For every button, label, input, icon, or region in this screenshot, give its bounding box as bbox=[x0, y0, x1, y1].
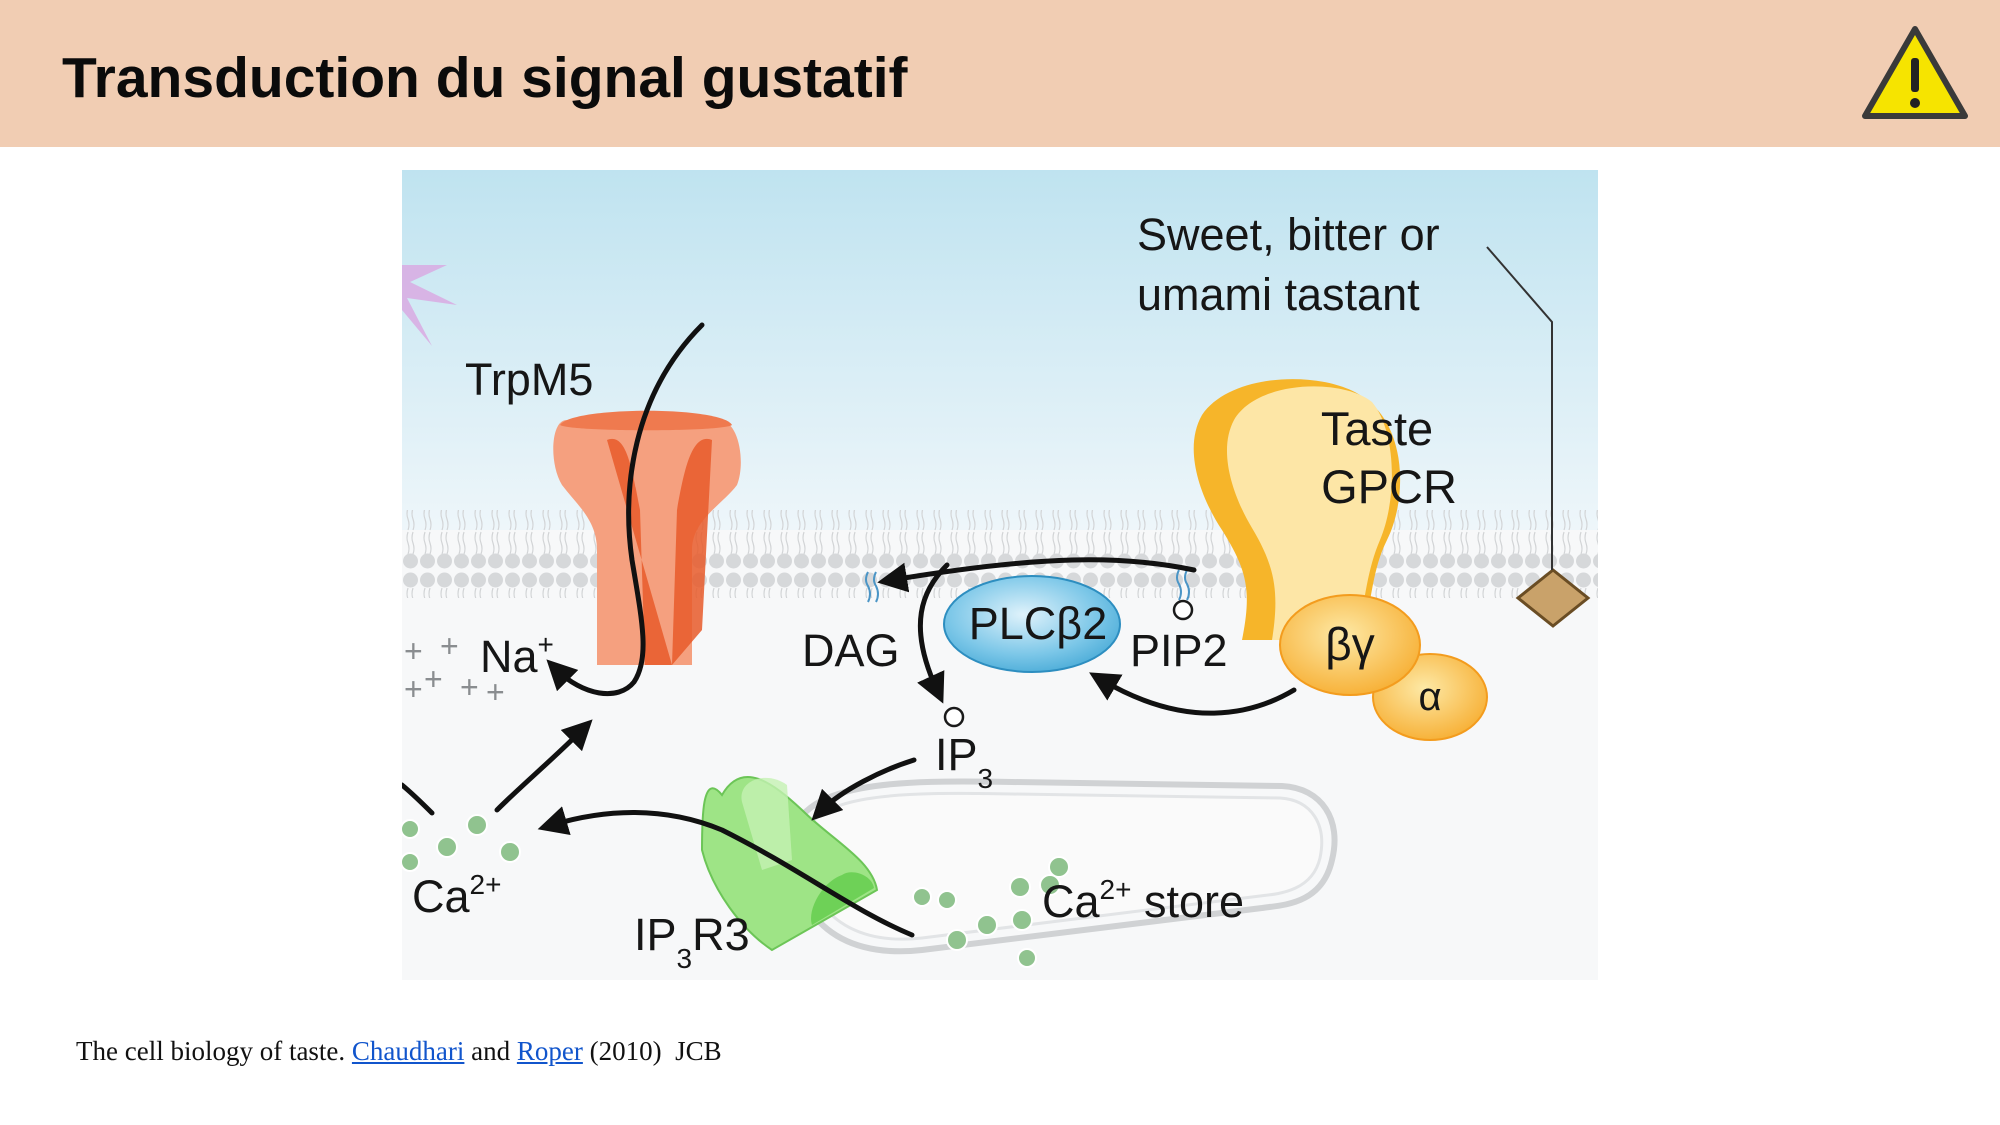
svg-text:+: + bbox=[404, 671, 423, 707]
caption-text: The cell biology of taste. bbox=[76, 1036, 352, 1066]
calcium-ions-store bbox=[912, 856, 1070, 968]
calcium-label-sup: 2+ bbox=[470, 869, 502, 900]
title-bar: Transduction du signal gustatif bbox=[0, 0, 2000, 147]
dag-label: DAG bbox=[802, 625, 900, 676]
taste-gpcr-label-line2: GPCR bbox=[1321, 460, 1457, 513]
author-link-roper[interactable]: Roper bbox=[516, 1036, 583, 1066]
author-link-chaudhari[interactable]: Chaudhari bbox=[351, 1036, 465, 1066]
page-title: Transduction du signal gustatif bbox=[62, 46, 908, 110]
trpm5-label: TrpM5 bbox=[465, 354, 593, 405]
pip2-label: PIP2 bbox=[1130, 625, 1228, 676]
sodium-label-sup: + bbox=[538, 629, 554, 660]
ip3-label: IP3 bbox=[935, 729, 993, 794]
svg-text:+: + bbox=[404, 633, 423, 669]
taste-gpcr-label-line1: Taste bbox=[1321, 402, 1433, 455]
figure-caption: The cell biology of taste. Chaudhari and… bbox=[76, 1036, 722, 1067]
ip3r3-label-sub: 3 bbox=[677, 943, 693, 974]
trpm5-channel bbox=[553, 410, 741, 665]
calcium-label: Ca2+ bbox=[412, 869, 501, 922]
calcium-store-label-base: Ca bbox=[1042, 876, 1100, 927]
ip3-molecule bbox=[943, 706, 965, 728]
calcium-label-base: Ca bbox=[412, 871, 470, 922]
sodium-ions: ++ ++ ++ bbox=[404, 628, 505, 710]
svg-text:+: + bbox=[460, 669, 479, 705]
caption-citation: (2010) JCB bbox=[582, 1036, 722, 1066]
tastant-label-line1: Sweet, bitter or bbox=[1137, 209, 1440, 260]
sodium-label-base: Na bbox=[480, 631, 538, 682]
alpha-label: α bbox=[1418, 675, 1441, 719]
beta-gamma-subunit bbox=[1279, 594, 1421, 696]
svg-text:+: + bbox=[424, 661, 443, 697]
tastant-ligand bbox=[1515, 568, 1591, 628]
pip2-lipid-glyph bbox=[1172, 569, 1194, 621]
signalling-arrows bbox=[402, 322, 1297, 938]
dag-lipid-glyph bbox=[865, 571, 879, 603]
tastant-label-line2: umami tastant bbox=[1137, 269, 1420, 320]
calcium-store-label-sup: 2+ bbox=[1100, 874, 1132, 905]
neighbour-cell-fragment bbox=[402, 265, 457, 346]
svg-text:+: + bbox=[486, 674, 505, 710]
tastant-leader-line bbox=[1486, 246, 1553, 570]
caption-connector: and bbox=[464, 1036, 517, 1066]
ip3r3-label-base: IP bbox=[634, 909, 677, 960]
beta-gamma-label: βγ bbox=[1325, 618, 1374, 670]
taste-transduction-diagram: ++ ++ ++ Sweet, bitter or umami tastant … bbox=[402, 170, 1598, 980]
ip3r3-label: IP3R3 bbox=[634, 909, 750, 974]
warning-triangle-icon bbox=[1862, 26, 1968, 119]
ip3r3-label-suffix: R3 bbox=[692, 909, 750, 960]
svg-text:+: + bbox=[440, 628, 459, 664]
plc-beta2-label: PLCβ2 bbox=[969, 598, 1107, 649]
calcium-ions-cytosol bbox=[402, 814, 521, 872]
plc-beta2-enzyme bbox=[943, 575, 1121, 673]
ip3-label-sub: 3 bbox=[978, 763, 994, 794]
calcium-store-label: Ca2+ store bbox=[1042, 874, 1244, 927]
sodium-label: Na+ bbox=[480, 629, 554, 682]
taste-gpcr bbox=[1193, 379, 1401, 640]
ip3-label-base: IP bbox=[935, 729, 978, 780]
calcium-store-label-suffix: store bbox=[1131, 876, 1244, 927]
